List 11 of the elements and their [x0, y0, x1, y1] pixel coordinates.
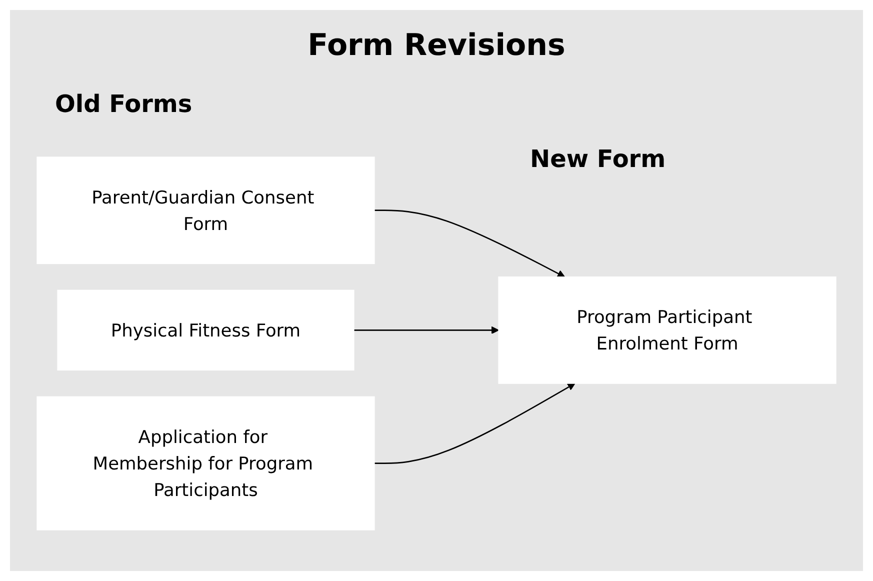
arrow — [374, 209, 566, 277]
arrow — [374, 382, 576, 464]
node-box — [36, 156, 375, 264]
panel-background: Form Revisions Old Forms New Form Parent/Guardian Consent Form Physical Fitness Form Application for Membership for Program Participants Program Participant Enrolment Form — [10, 10, 863, 571]
arrow — [354, 326, 499, 334]
heading: Old Forms — [55, 90, 192, 118]
heading: New Form — [530, 145, 666, 173]
node-box — [498, 276, 836, 384]
title: Form Revisions — [306, 28, 566, 63]
node-box — [36, 396, 375, 530]
node-box — [57, 289, 354, 370]
